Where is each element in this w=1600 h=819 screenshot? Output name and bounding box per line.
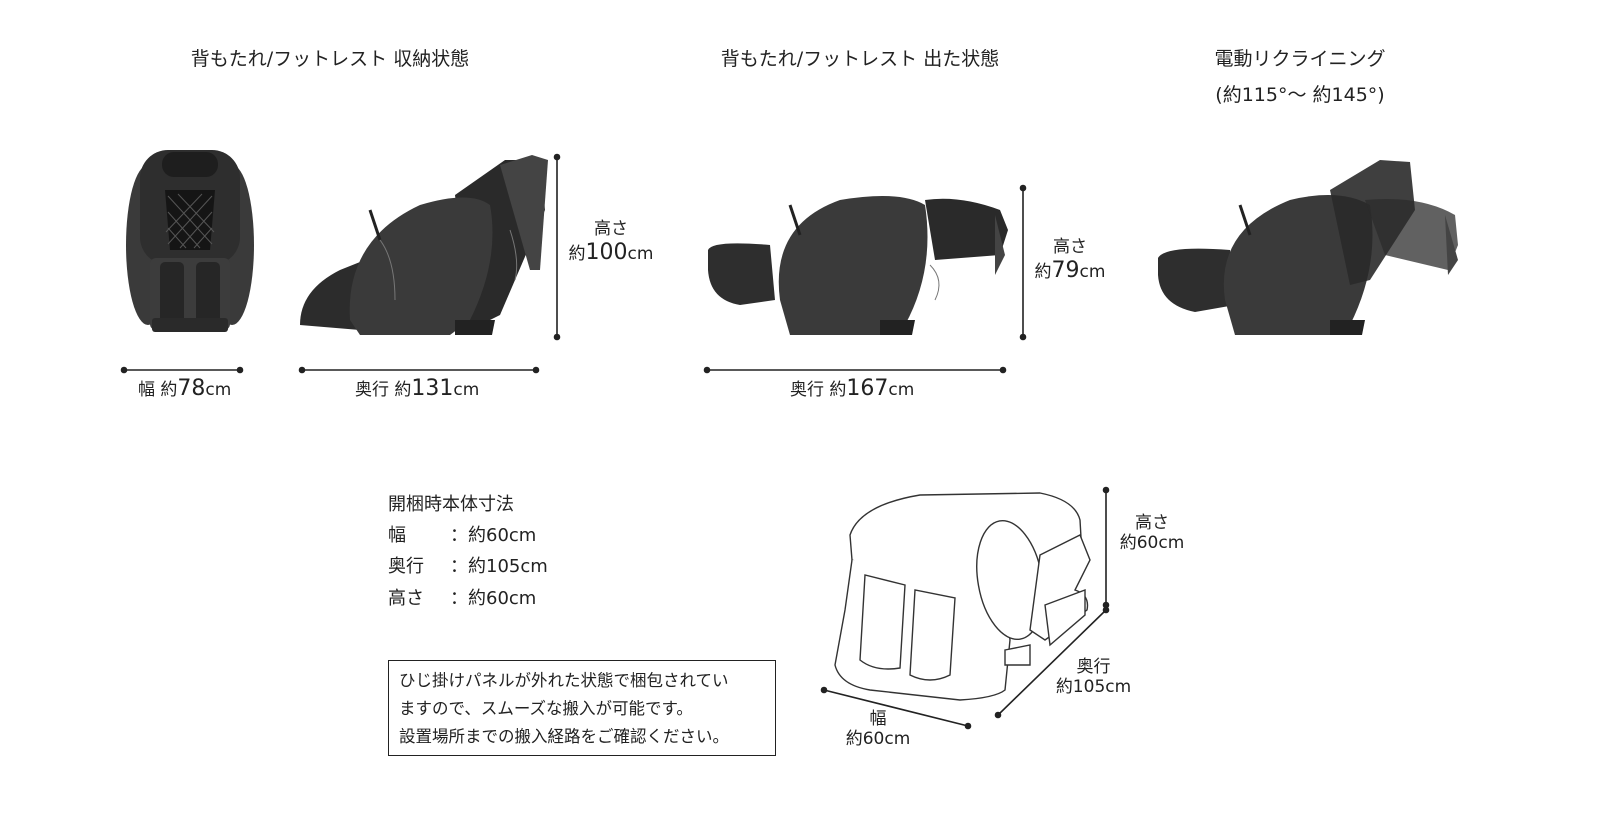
unpacked-row-width: 幅：約60cm: [388, 525, 537, 546]
heading-stored: 背もたれ/フットレスト 収納状態: [190, 48, 470, 70]
dim-depth-stored: 奥行 約131cm: [355, 376, 480, 401]
massage-chair-extended-icon: [708, 196, 1008, 335]
heading-extended: 背もたれ/フットレスト 出た状態: [720, 48, 1000, 70]
packing-note: ひじ掛けパネルが外れた状態で梱包されてい ますので、スムーズな搬入が可能です。 …: [388, 660, 776, 756]
heading-recline-range: (約115°～ 約145°): [1215, 84, 1385, 106]
dim-width-stored: 幅 約78cm: [138, 376, 232, 401]
unpacked-title: 開梱時本体寸法: [388, 494, 514, 515]
box-dim-height: 高さ 約60cm: [1119, 513, 1185, 553]
massage-chair-unpacked-icon: [834, 492, 1091, 701]
massage-chair-reclined-icon: [1158, 160, 1458, 335]
massage-chair-side-icon: [300, 155, 548, 335]
dim-height-extended: 高さ 約79cm: [1034, 237, 1106, 283]
box-dim-width: 幅 約60cm: [845, 709, 911, 749]
massage-chair-front-icon: [126, 150, 254, 332]
unpacked-row-height: 高さ：約60cm: [388, 588, 537, 609]
dim-height-stored: 高さ 約100cm: [568, 219, 654, 265]
heading-recline: 電動リクライニング: [1214, 48, 1386, 70]
unpacked-row-depth: 奥行：約105cm: [388, 556, 548, 577]
dimension-lines: [120, 153, 1110, 730]
dim-depth-extended: 奥行 約167cm: [790, 376, 915, 401]
box-dim-depth: 奥行 約105cm: [1055, 657, 1132, 697]
